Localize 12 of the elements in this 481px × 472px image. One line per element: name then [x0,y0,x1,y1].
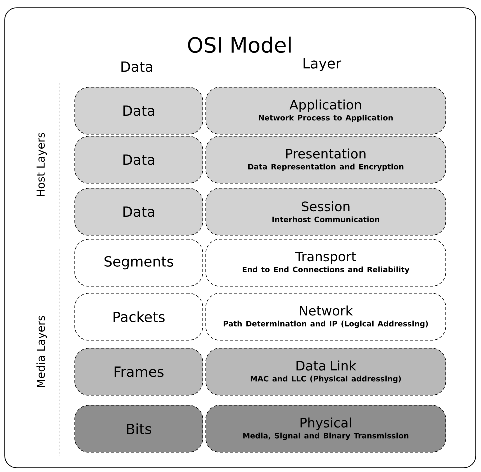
data-unit-pill: Segments [74,239,204,287]
column-header: Data [122,62,152,72]
title: OSI Model [188,36,291,54]
data-unit-pill: Packets [74,293,204,341]
side-label: Media Layers [36,316,48,388]
data-unit-pill: Data [74,87,204,135]
data-unit-pill: Bits [74,405,204,453]
column-header: Layer [304,58,342,72]
data-unit-pill: Frames [74,348,204,396]
side-label: Host Layers [36,133,48,196]
data-unit-pill: Data [74,136,204,184]
data-unit-pill: Data [74,188,204,236]
